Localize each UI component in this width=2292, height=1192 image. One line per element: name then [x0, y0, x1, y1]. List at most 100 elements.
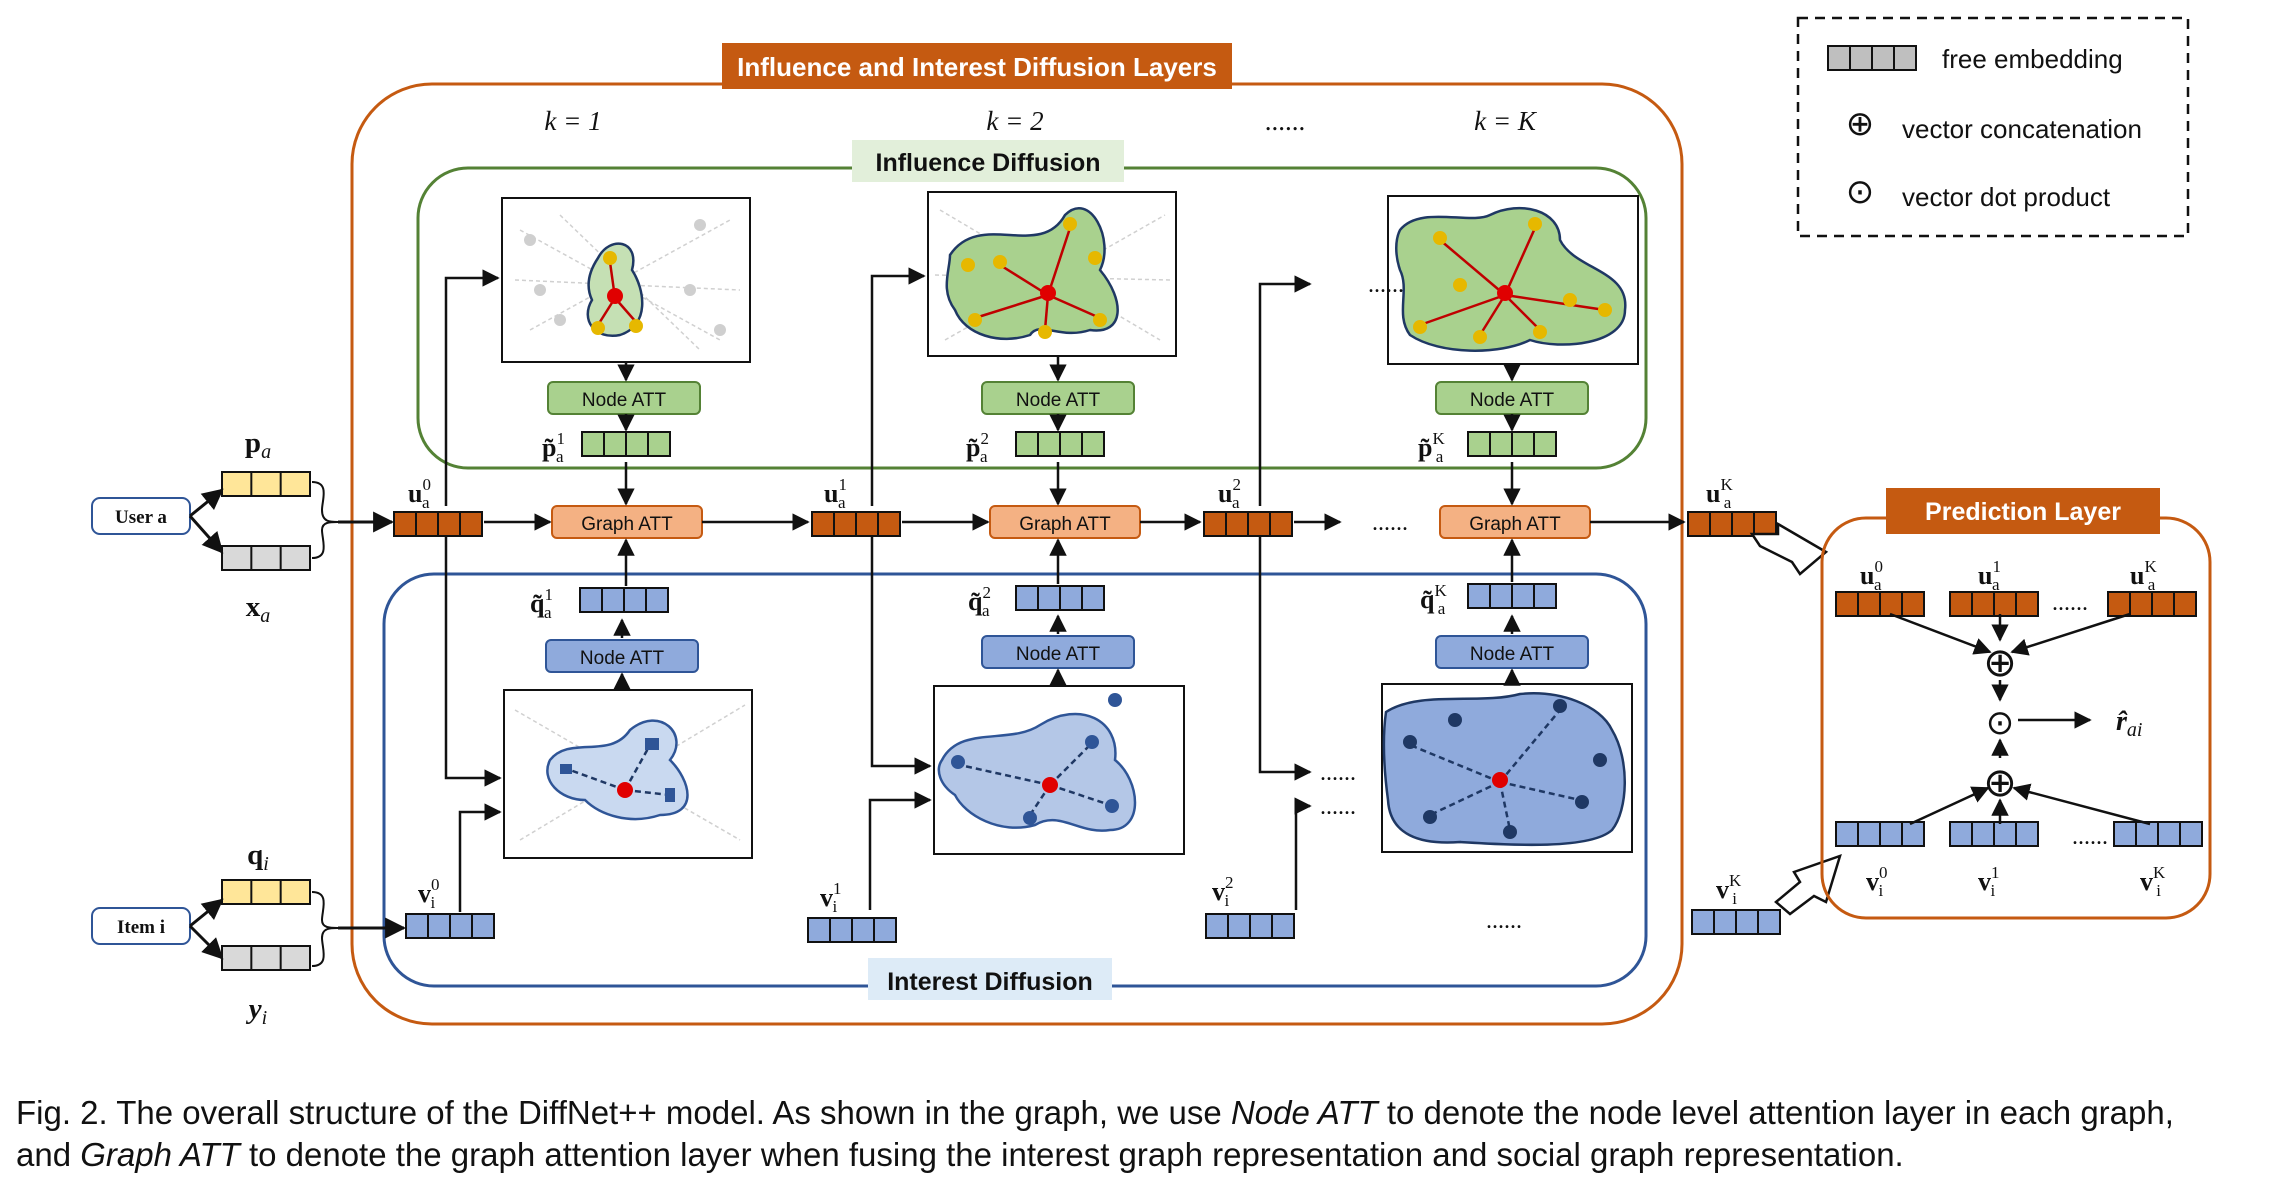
v-i-1-embedding	[807, 917, 897, 943]
v-i-0-embedding	[405, 913, 495, 939]
caption-line-1: Fig. 2. The overall structure of the Dif…	[16, 1094, 2174, 1131]
social-graph-kK	[1387, 195, 1639, 365]
concat-icon-lower: ⊕	[1983, 761, 2017, 805]
prediction-title: Prediction Layer	[1925, 498, 2121, 526]
embedding-vectors	[221, 431, 2203, 971]
p-tilde-2-embedding	[1015, 431, 1105, 457]
interest-title: Interest Diffusion	[887, 968, 1093, 996]
prediction-title-bg	[1886, 488, 2160, 534]
u-a-0-embedding	[393, 511, 483, 537]
svg-text:Graph ATT: Graph ATT	[581, 514, 673, 535]
influence-title-bg	[852, 140, 1124, 182]
ellipsis-v: ......	[1486, 908, 1522, 934]
svg-text:Node ATT: Node ATT	[582, 390, 667, 411]
pred-v-0-embedding	[1835, 821, 1925, 847]
node-att-interest-k2: Node ATT	[981, 635, 1135, 669]
v-i-2-embedding	[1205, 913, 1295, 939]
ellipsis-interest-2: ......	[1320, 794, 1356, 820]
legend-embedding-icon	[1827, 45, 1917, 71]
diffusion-layers-title-bg	[722, 43, 1232, 89]
p-a-label: pa	[245, 427, 271, 463]
ellipsis-influence: ......	[1368, 272, 1404, 298]
dot-product-icon-pred: ⊙	[1986, 704, 2015, 742]
node-att-influence-kK: Node ATT	[1435, 381, 1589, 415]
legend-embedding-label: free embedding	[1942, 44, 2123, 74]
concat-icon: ⊕	[1846, 105, 1875, 143]
u-a-1-embedding	[811, 511, 901, 537]
diffusion-layers-title: Influence and Interest Diffusion Layers	[737, 52, 1217, 82]
pred-u-1-embedding	[1949, 591, 2039, 617]
p-tilde-K-embedding	[1467, 431, 1557, 457]
legend-dot-label: vector dot product	[1902, 182, 2111, 212]
k2-label: k = 2	[986, 106, 1043, 136]
user-input-box: User a	[91, 497, 191, 535]
interest-title-bg	[868, 958, 1112, 1000]
legend: free embedding ⊕ vector concatenation ⊙ …	[1796, 16, 2190, 238]
graph-att-k1: Graph ATT	[551, 505, 703, 539]
q-tilde-2-embedding	[1015, 585, 1105, 611]
pred-u-K-embedding	[2107, 591, 2197, 617]
influence-title: Influence Diffusion	[876, 149, 1101, 177]
uK-to-prediction-arrow	[1749, 521, 1829, 576]
u-a-2-embedding	[1203, 511, 1293, 537]
social-graph-k2	[927, 191, 1177, 357]
q-i-embedding	[221, 879, 311, 905]
concat-icon-upper: ⊕	[1983, 641, 2017, 685]
pred-v-1-embedding	[1949, 821, 2039, 847]
node-att-influence-k1: Node ATT	[547, 381, 701, 415]
vK-to-prediction-arrow	[1774, 854, 1842, 916]
dot-product-icon: ⊙	[1846, 173, 1875, 211]
node-att-influence-k2: Node ATT	[981, 381, 1135, 415]
svg-text:Node ATT: Node ATT	[1470, 644, 1555, 665]
x-a-embedding	[221, 545, 311, 571]
ellipsis-graph-att: ......	[1372, 510, 1408, 536]
svg-text:Item i: Item i	[117, 917, 165, 938]
pred-v-K-embedding	[2113, 821, 2203, 847]
flow-arrows	[444, 267, 1686, 912]
caption-line-2: and Graph ATT to denote the graph attent…	[16, 1136, 1904, 1173]
interest-graph-k1	[503, 689, 753, 859]
q-i-label: qi	[247, 839, 269, 875]
prediction-arrows	[1889, 612, 2151, 826]
node-att-interest-kK: Node ATT	[1435, 635, 1589, 669]
svg-text:User a: User a	[115, 507, 167, 528]
ellipsis-pred-v: ......	[2072, 824, 2108, 850]
graph-att-kK: Graph ATT	[1439, 505, 1591, 539]
graph-att-k2: Graph ATT	[989, 505, 1141, 539]
social-graph-k1	[501, 197, 751, 363]
prediction-output-label: r̂ai	[2116, 706, 2142, 741]
item-input-box: Item i	[91, 907, 191, 945]
k-dots-label: ......	[1265, 106, 1306, 136]
svg-text:Node ATT: Node ATT	[1016, 644, 1101, 665]
x-a-label: xa	[246, 591, 271, 627]
p-tilde-1-embedding	[581, 431, 671, 457]
ellipsis-interest-1: ......	[1320, 760, 1356, 786]
v-i-K-embedding	[1691, 909, 1781, 935]
pred-u-0-embedding	[1835, 591, 1925, 617]
interest-graph-kK	[1381, 683, 1633, 853]
ellipsis-pred-u: ......	[2052, 590, 2088, 616]
kK-label: k = K	[1474, 106, 1538, 136]
interest-graph-k2	[933, 685, 1185, 855]
y-i-label: yi	[246, 993, 267, 1029]
q-tilde-K-embedding	[1467, 583, 1557, 609]
